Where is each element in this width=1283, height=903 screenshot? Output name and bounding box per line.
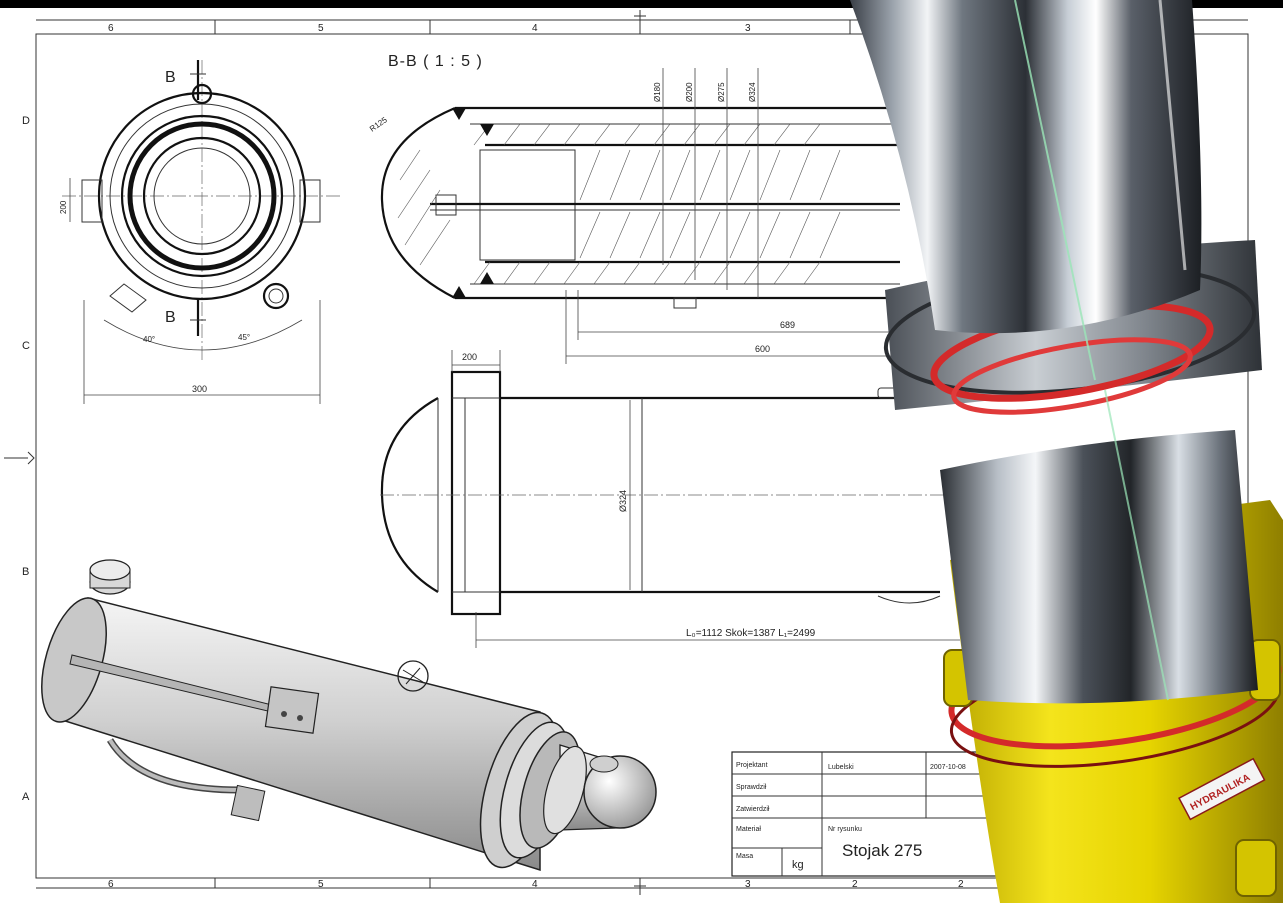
grid-label-bottom-1: 6 (108, 879, 114, 890)
dim-diam-3: Ø275 (717, 82, 726, 102)
upper-chrome-rod (850, 0, 1202, 334)
grid-label-bottom-2: 5 (318, 879, 324, 890)
grid-label-bottom-6: 2 (958, 879, 964, 890)
grid-label-top-2: 5 (318, 23, 324, 34)
dim-width-bottom: 300 (192, 384, 207, 394)
grid-label-top-4: 3 (745, 23, 751, 34)
title-row-3: Zatwierdził (736, 806, 770, 813)
grid-labels-left: D C B A (4, 10, 646, 895)
section-mark-bottom: B (165, 309, 176, 326)
title-designer: Lubelski (828, 764, 854, 771)
mass-unit: kg (792, 859, 804, 871)
dim-lengths-line: L₀=1112 Skok=1387 L₁=2499 (686, 628, 816, 639)
grid-label-bottom-3: 4 (532, 879, 538, 890)
grid-label-left-4: A (22, 791, 30, 803)
title-number-label: Nr rysunku (828, 826, 862, 833)
grid-label-bottom-5: 2 (852, 879, 858, 890)
section-title: B-B ( 1 : 5 ) (388, 53, 483, 70)
dim-body-diam: Ø324 (618, 490, 628, 512)
section-mark-top: B (165, 69, 176, 86)
section-view: B-B ( 1 : 5 ) (368, 53, 900, 364)
title-date: 2007-10-08 (930, 764, 966, 771)
dim-flange: 200 (462, 352, 477, 362)
lower-chrome-stage (940, 430, 1258, 704)
title-row-4: Materiał (736, 826, 761, 833)
dim-length-1: 689 (780, 320, 795, 330)
end-view: B B 200 300 40° 45° (59, 60, 340, 404)
dim-length-2: 600 (755, 344, 770, 354)
title-row-2: Sprawdził (736, 784, 767, 791)
side-view: 200 Ø324 L₀=1112 Skok=1387 L₁=2499 (380, 350, 960, 648)
dim-angle-left: 40° (143, 335, 155, 344)
grid-label-left-1: D (22, 115, 30, 127)
dim-angle-right: 45° (238, 333, 250, 342)
grid-label-left-3: B (22, 566, 29, 578)
grid-label-top-3: 4 (532, 23, 538, 34)
dim-diam-2: Ø200 (685, 82, 694, 102)
dim-left-height: 200 (59, 200, 68, 214)
dim-diam-1: Ø180 (653, 82, 662, 102)
isometric-view (41, 559, 657, 872)
drawing-frame (35, 33, 1249, 879)
grid-label-top-1: 6 (108, 23, 114, 34)
title-row-1: Projektant (736, 762, 768, 769)
grid-label-left-2: C (22, 340, 30, 352)
grid-ticks-bottom: 6 5 4 3 2 2 (108, 878, 964, 890)
part-name: Stojak 275 (842, 841, 922, 860)
title-row-5: Masa (736, 853, 753, 860)
grid-label-bottom-4: 3 (745, 879, 751, 890)
dim-diam-4: Ø324 (748, 82, 757, 102)
